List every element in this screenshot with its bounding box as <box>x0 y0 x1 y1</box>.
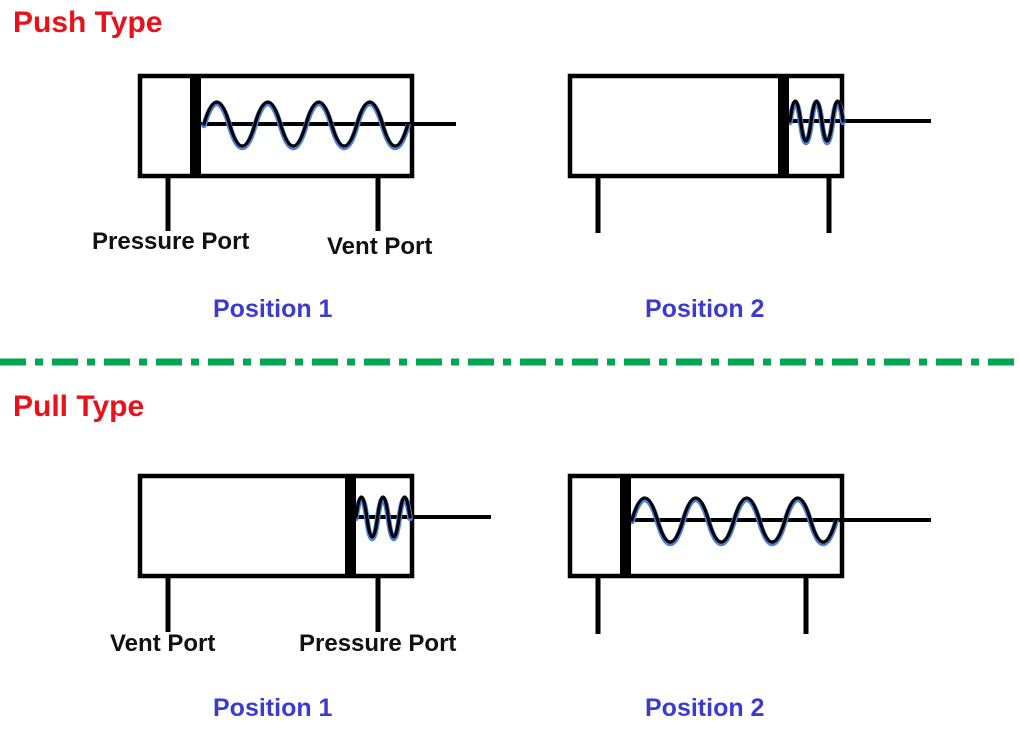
pull-position1-label: Position 1 <box>213 694 333 722</box>
pull-pos2-spring <box>630 496 838 544</box>
pull-pressure-port-label: Pressure Port <box>299 630 457 657</box>
pull-pos2-cylinder-barrel <box>567 473 845 579</box>
pull-pos1-cylinder-barrel <box>137 473 415 579</box>
push-pos2-cylinder-barrel <box>567 73 845 179</box>
push-position1-label: Position 1 <box>213 295 333 323</box>
push-pressure-port-label: Pressure Port <box>92 228 250 255</box>
pull-pos1-spring <box>354 495 412 539</box>
pull-vent-port-label: Vent Port <box>110 630 216 657</box>
pull-pos1-piston <box>345 478 356 574</box>
push-position1-diagram <box>137 73 456 231</box>
pull-pos2-piston <box>620 478 631 574</box>
pull-type-title: Pull Type <box>13 390 145 423</box>
pull-position1-diagram <box>137 473 491 632</box>
push-position2-label: Position 2 <box>645 295 765 323</box>
push-pos1-spring <box>202 100 410 148</box>
push-pos2-spring <box>788 99 845 143</box>
push-position2-diagram <box>567 73 931 233</box>
pull-position2-label: Position 2 <box>645 694 765 722</box>
pull-position2-diagram <box>567 473 931 634</box>
push-type-title: Push Type <box>13 6 163 39</box>
push-pos2-piston <box>778 78 789 174</box>
push-vent-port-label: Vent Port <box>327 233 433 260</box>
push-pos1-piston <box>190 78 201 174</box>
